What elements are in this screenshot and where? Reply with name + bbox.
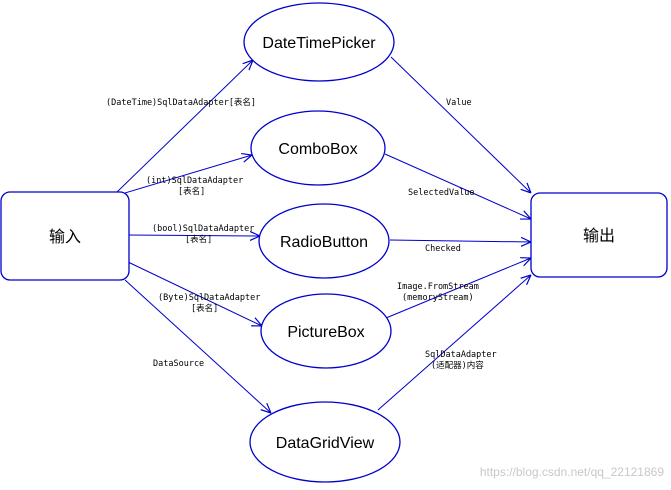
edge-label-datetime: (DateTime)SqlDataAdapter[表名] (106, 97, 256, 108)
edge-label-sqldataadapter: SqlDataAdapter (425, 350, 497, 360)
edge-input-datetimepicker (116, 60, 253, 193)
edge-label-checked: Checked (425, 244, 461, 254)
edge-input-radiobutton (127, 235, 260, 236)
edge-picturebox-output (385, 258, 531, 319)
edge-label-byte: (Byte)SqlDataAdapter (158, 293, 260, 303)
node-picturebox: PictureBox (260, 293, 392, 369)
edge-label-byte-table: [表名] (191, 303, 218, 314)
edge-label-bool: (bool)SqlDataAdapter (152, 224, 254, 234)
edge-input-combobox (124, 155, 252, 194)
edge-label-memorystream: (memoryStream) (402, 293, 474, 303)
node-datetimepicker-label: DateTimePicker (262, 35, 376, 52)
edge-input-picturebox (127, 261, 262, 326)
edge-label-selectedvalue: SelectedValue (408, 188, 475, 198)
node-output: 输出 (530, 192, 668, 278)
edge-label-int: (int)SqlDataAdapter (146, 176, 243, 186)
node-datetimepicker: DateTimePicker (243, 2, 395, 82)
watermark-text: https://blog.csdn.net/qq_22121869 (480, 465, 664, 479)
edge-label-value: Value (446, 98, 472, 108)
node-radiobutton-label: RadioButton (280, 234, 368, 251)
edge-input-datagridview (124, 279, 271, 413)
edge-datagridview-output (377, 275, 531, 411)
edge-datetimepicker-output (390, 56, 531, 193)
node-radiobutton: RadioButton (258, 203, 390, 279)
node-picturebox-label: PictureBox (287, 324, 364, 341)
node-input-label: 输入 (49, 228, 81, 246)
edge-radiobutton-output (389, 240, 531, 242)
node-datagridview-label: DataGridView (276, 435, 375, 452)
edge-label-adapter-content: (适配器)内容 (431, 360, 484, 371)
node-datagridview: DataGridView (249, 401, 401, 483)
edge-combobox-output (384, 153, 531, 219)
edge-label-bool-table: [表名] (185, 234, 212, 245)
edge-label-fromstream: Image.FromStream (397, 282, 479, 292)
node-input: 输入 (0, 191, 130, 281)
edge-label-int-table: [表名] (178, 186, 205, 197)
node-output-label: 输出 (583, 227, 615, 245)
node-combobox: ComboBox (250, 110, 386, 186)
edge-label-datasource: DataSource (153, 359, 204, 369)
node-combobox-label: ComboBox (278, 141, 357, 158)
